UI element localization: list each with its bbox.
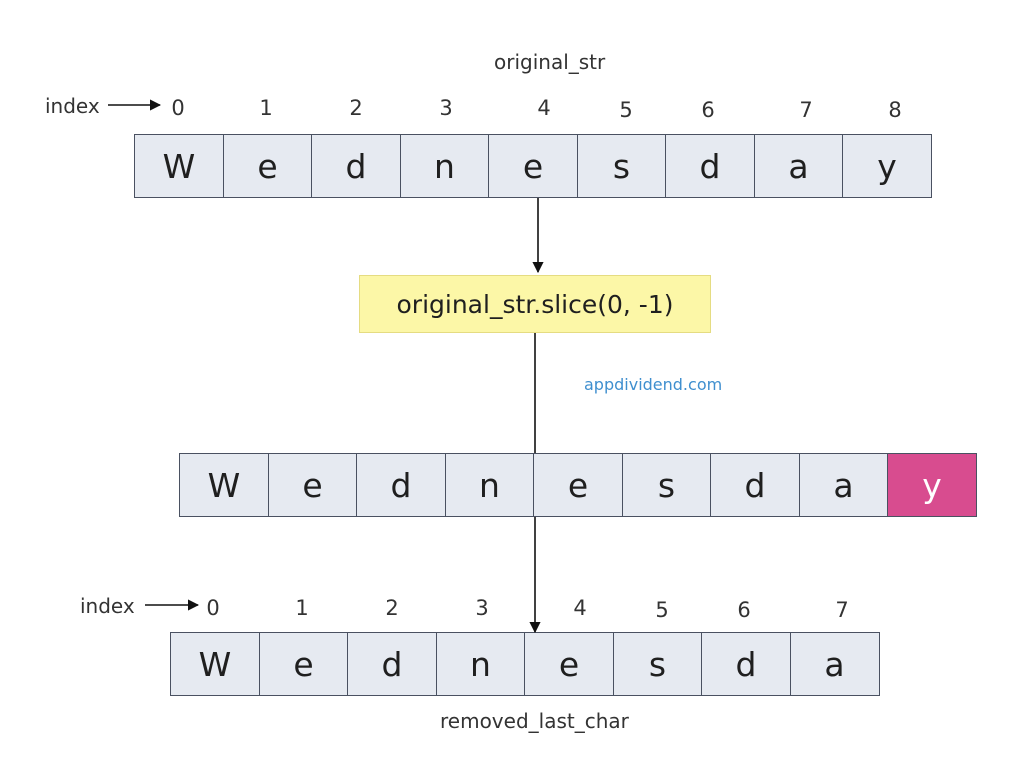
top-index-number: 0	[171, 96, 185, 120]
char-cell: d	[356, 453, 446, 517]
bottom-index-number: 1	[295, 596, 309, 620]
char-cell: e	[267, 453, 358, 517]
char-cell: s	[612, 632, 703, 696]
bottom-index-number: 5	[655, 598, 669, 622]
removed-last-char-caption: removed_last_char	[440, 709, 629, 733]
top-index-number: 6	[701, 98, 715, 122]
char-cell: s	[576, 134, 667, 198]
char-cell: d	[665, 134, 755, 198]
removed-last-char-row: W e d n e s d a	[170, 632, 880, 696]
char-cell: s	[621, 453, 712, 517]
bottom-index-label: index	[80, 594, 135, 618]
watermark-text: appdividend.com	[584, 375, 723, 394]
char-cell: y	[842, 134, 932, 198]
char-cell: a	[798, 453, 889, 517]
char-cell: n	[435, 632, 526, 696]
top-index-number: 5	[619, 98, 633, 122]
char-cell: d	[710, 453, 800, 517]
char-cell: e	[533, 453, 623, 517]
char-cell: n	[399, 134, 490, 198]
bottom-index-number: 6	[737, 598, 751, 622]
char-cell: W	[170, 632, 260, 696]
char-cell: e	[488, 134, 578, 198]
original-str-caption: original_str	[494, 50, 606, 74]
removed-char-cell: y	[887, 453, 977, 517]
sliced-source-row: W e d n e s d a y	[179, 453, 977, 517]
char-cell: d	[701, 632, 791, 696]
bottom-index-number: 2	[385, 596, 399, 620]
char-cell: n	[444, 453, 535, 517]
char-cell: a	[753, 134, 844, 198]
bottom-index-number: 7	[835, 598, 849, 622]
top-index-number: 3	[439, 96, 453, 120]
top-index-number: 2	[349, 96, 363, 120]
char-cell: d	[347, 632, 437, 696]
bottom-index-number: 3	[475, 596, 489, 620]
char-cell: a	[789, 632, 880, 696]
bottom-index-number: 4	[573, 596, 587, 620]
slice-operation-box: original_str.slice(0, -1)	[359, 275, 711, 333]
bottom-index-number: 0	[206, 596, 220, 620]
char-cell: d	[311, 134, 401, 198]
top-index-number: 1	[259, 96, 273, 120]
top-index-number: 8	[888, 98, 902, 122]
char-cell: e	[524, 632, 614, 696]
original-str-row: W e d n e s d a y	[134, 134, 932, 198]
top-index-number: 7	[799, 98, 813, 122]
top-index-number: 4	[537, 96, 551, 120]
top-index-label: index	[45, 94, 100, 118]
